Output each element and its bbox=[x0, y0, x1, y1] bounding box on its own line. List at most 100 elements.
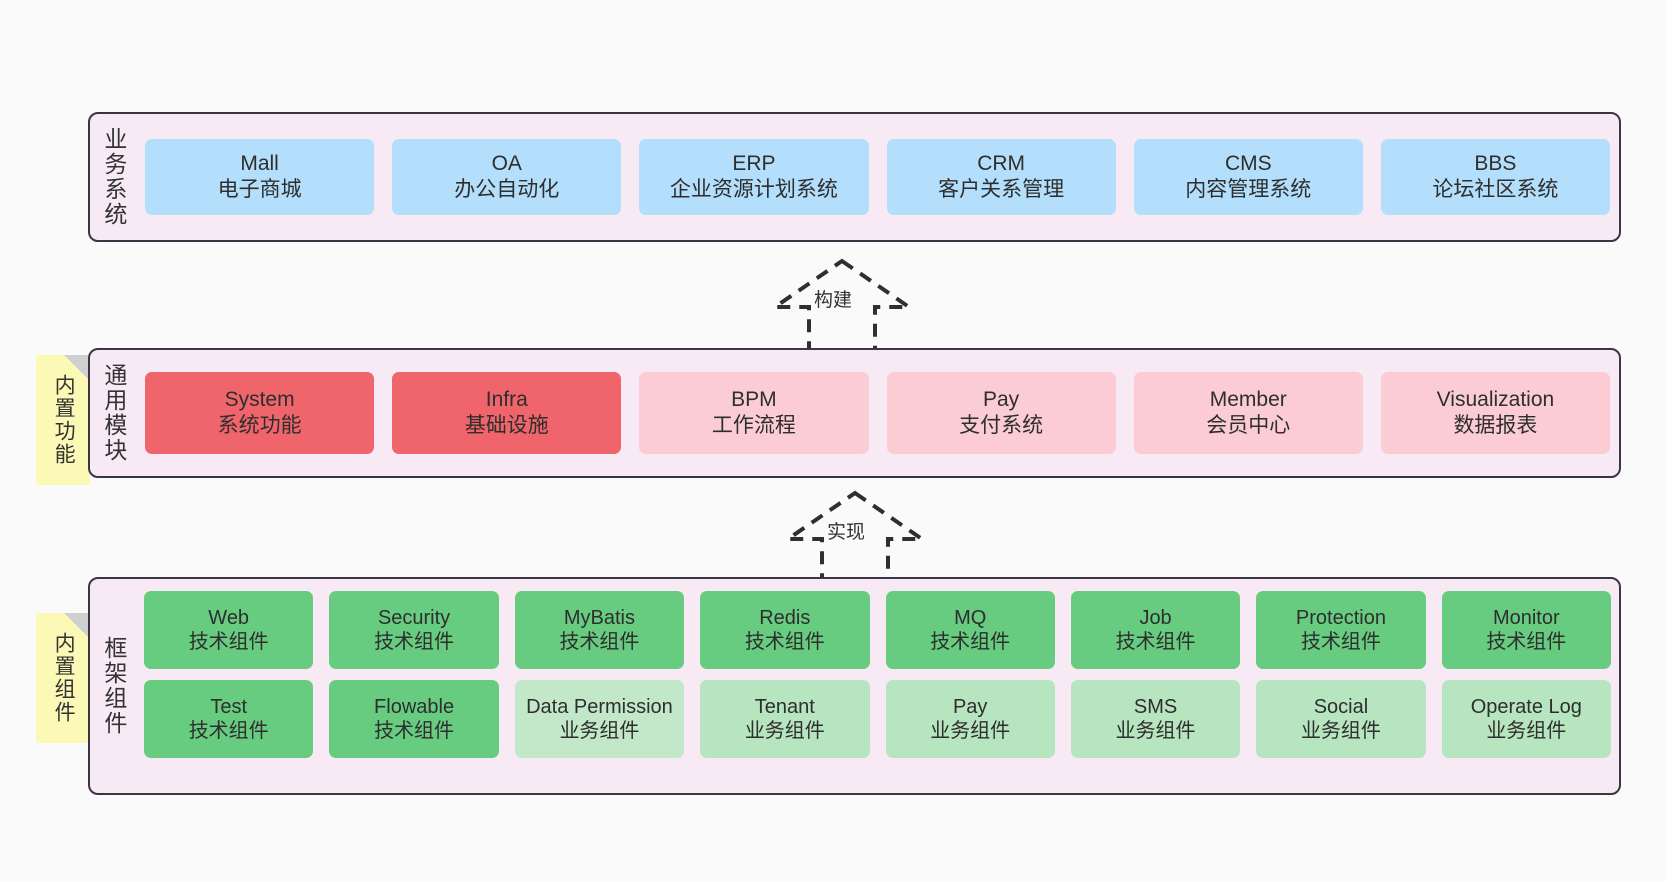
card-erp[interactable]: ERP 企业资源计划系统 bbox=[639, 139, 869, 215]
card-system[interactable]: System 系统功能 bbox=[145, 372, 375, 454]
card-social[interactable]: Social 业务组件 bbox=[1256, 680, 1426, 758]
card-subtitle: 技术组件 bbox=[744, 631, 825, 653]
layer-title-common-modules: 通用模块 bbox=[100, 363, 127, 463]
card-slot: Pay 支付系统 bbox=[878, 350, 1125, 476]
card-member[interactable]: Member 会员中心 bbox=[1133, 372, 1363, 454]
connector-build: 构建 bbox=[757, 255, 927, 352]
card-slot: Job 技术组件 SMS 业务组件 bbox=[1063, 579, 1248, 793]
card-title: Web bbox=[208, 606, 250, 629]
card-operate-log[interactable]: Operate Log 业务组件 bbox=[1441, 680, 1611, 758]
card-security[interactable]: Security 技术组件 bbox=[329, 591, 499, 669]
card-title: CRM bbox=[977, 152, 1026, 176]
card-slot: Redis 技术组件 Tenant 业务组件 bbox=[692, 579, 877, 793]
card-mq[interactable]: MQ 技术组件 bbox=[885, 591, 1055, 669]
card-slot: ERP 企业资源计划系统 bbox=[630, 114, 877, 240]
card-subtitle: 基础设施 bbox=[464, 414, 549, 437]
card-slot: MyBatis 技术组件 Data Permission 业务组件 bbox=[507, 579, 692, 793]
card-title: Member bbox=[1209, 388, 1287, 412]
card-slot: Member 会员中心 bbox=[1125, 350, 1372, 476]
card-subtitle: 技术组件 bbox=[930, 631, 1011, 653]
card-subtitle: 客户关系管理 bbox=[938, 178, 1065, 201]
card-subtitle: 电子商城 bbox=[217, 178, 302, 201]
card-subtitle: 业务组件 bbox=[1115, 720, 1196, 742]
layer-framework-components: 框架组件 Web 技术组件 Test 技术组件 Security 技术组件 F bbox=[88, 577, 1621, 795]
card-pay-component[interactable]: Pay 业务组件 bbox=[885, 680, 1055, 758]
card-slot: CRM 客户关系管理 bbox=[878, 114, 1125, 240]
note-builtin-components: 内置组件 bbox=[36, 613, 90, 743]
card-title: Pay bbox=[952, 695, 988, 718]
card-title: Visualization bbox=[1436, 388, 1555, 412]
card-subtitle: 业务组件 bbox=[559, 720, 640, 742]
card-slot: MQ 技术组件 Pay 业务组件 bbox=[878, 579, 1063, 793]
card-title: Protection bbox=[1295, 606, 1386, 629]
card-subtitle: 论坛社区系统 bbox=[1432, 178, 1559, 201]
layer-common-modules: 通用模块 System 系统功能 Infra 基础设施 BPM 工作流程 bbox=[88, 348, 1621, 478]
card-title: Data Permission bbox=[526, 695, 673, 718]
card-slot: Security 技术组件 Flowable 技术组件 bbox=[321, 579, 506, 793]
card-title: CMS bbox=[1224, 152, 1272, 176]
card-subtitle: 技术组件 bbox=[1300, 631, 1381, 653]
card-title: Mall bbox=[240, 152, 279, 176]
card-mybatis[interactable]: MyBatis 技术组件 bbox=[514, 591, 685, 669]
card-title: MyBatis bbox=[563, 606, 635, 629]
card-test[interactable]: Test 技术组件 bbox=[144, 680, 314, 758]
card-slot: OA 办公自动化 bbox=[383, 114, 630, 240]
card-subtitle: 技术组件 bbox=[559, 631, 640, 653]
card-subtitle: 技术组件 bbox=[188, 631, 269, 653]
card-protection[interactable]: Protection 技术组件 bbox=[1256, 591, 1426, 669]
card-title: BPM bbox=[731, 388, 777, 412]
card-title: Redis bbox=[759, 606, 811, 629]
card-web[interactable]: Web 技术组件 bbox=[144, 591, 314, 669]
card-title: Security bbox=[377, 606, 451, 629]
card-cms[interactable]: CMS 内容管理系统 bbox=[1133, 139, 1363, 215]
card-subtitle: 业务组件 bbox=[1486, 720, 1567, 742]
card-title: System bbox=[224, 388, 295, 412]
card-subtitle: 系统功能 bbox=[217, 414, 302, 437]
card-subtitle: 企业资源计划系统 bbox=[669, 178, 838, 201]
card-slot: Visualization 数据报表 bbox=[1372, 350, 1619, 476]
card-title: MQ bbox=[954, 606, 987, 629]
card-slot: System 系统功能 bbox=[136, 350, 383, 476]
card-title: Job bbox=[1139, 606, 1172, 629]
connector-build-label: 构建 bbox=[812, 285, 855, 312]
connector-implement-label: 实现 bbox=[825, 517, 868, 544]
card-bpm[interactable]: BPM 工作流程 bbox=[639, 372, 869, 454]
card-slot: Web 技术组件 Test 技术组件 bbox=[136, 579, 321, 793]
card-crm[interactable]: CRM 客户关系管理 bbox=[886, 139, 1116, 215]
implement-arrow-icon bbox=[781, 490, 929, 584]
card-oa[interactable]: OA 办公自动化 bbox=[392, 139, 622, 215]
note-builtin-features-label: 内置功能 bbox=[52, 374, 76, 466]
card-slot: BBS 论坛社区系统 bbox=[1372, 114, 1619, 240]
card-job[interactable]: Job 技术组件 bbox=[1070, 591, 1241, 669]
card-subtitle: 技术组件 bbox=[188, 720, 269, 742]
card-monitor[interactable]: Monitor 技术组件 bbox=[1441, 591, 1611, 669]
layer-title-framework-components: 框架组件 bbox=[100, 636, 127, 736]
note-builtin-components-label: 内置组件 bbox=[52, 632, 76, 724]
card-data-permission[interactable]: Data Permission 业务组件 bbox=[514, 680, 685, 758]
card-title: ERP bbox=[732, 152, 776, 176]
card-mall[interactable]: Mall 电子商城 bbox=[145, 139, 375, 215]
card-title: Social bbox=[1313, 695, 1369, 718]
card-title: BBS bbox=[1474, 152, 1517, 176]
card-subtitle: 技术组件 bbox=[374, 631, 455, 653]
common-modules-card-list: System 系统功能 Infra 基础设施 BPM 工作流程 Pay bbox=[136, 350, 1619, 476]
card-tenant[interactable]: Tenant 业务组件 bbox=[700, 680, 870, 758]
card-infra[interactable]: Infra 基础设施 bbox=[392, 372, 622, 454]
card-pay-module[interactable]: Pay 支付系统 bbox=[886, 372, 1116, 454]
card-flowable[interactable]: Flowable 技术组件 bbox=[329, 680, 499, 758]
card-redis[interactable]: Redis 技术组件 bbox=[700, 591, 870, 669]
card-visualization[interactable]: Visualization 数据报表 bbox=[1380, 372, 1611, 454]
connector-implement: 实现 bbox=[770, 487, 940, 584]
card-sms[interactable]: SMS 业务组件 bbox=[1070, 680, 1241, 758]
card-title: Monitor bbox=[1492, 606, 1560, 629]
note-fold-icon bbox=[64, 355, 90, 381]
card-subtitle: 技术组件 bbox=[374, 720, 455, 742]
card-subtitle: 业务组件 bbox=[930, 720, 1011, 742]
build-arrow-icon bbox=[768, 258, 916, 352]
card-bbs[interactable]: BBS 论坛社区系统 bbox=[1380, 139, 1611, 215]
card-title: Test bbox=[210, 695, 248, 718]
card-slot: Monitor 技术组件 Operate Log 业务组件 bbox=[1434, 579, 1619, 793]
business-systems-card-list: Mall 电子商城 OA 办公自动化 ERP 企业资源计划系统 CRM bbox=[136, 114, 1619, 240]
card-title: Infra bbox=[485, 388, 528, 412]
